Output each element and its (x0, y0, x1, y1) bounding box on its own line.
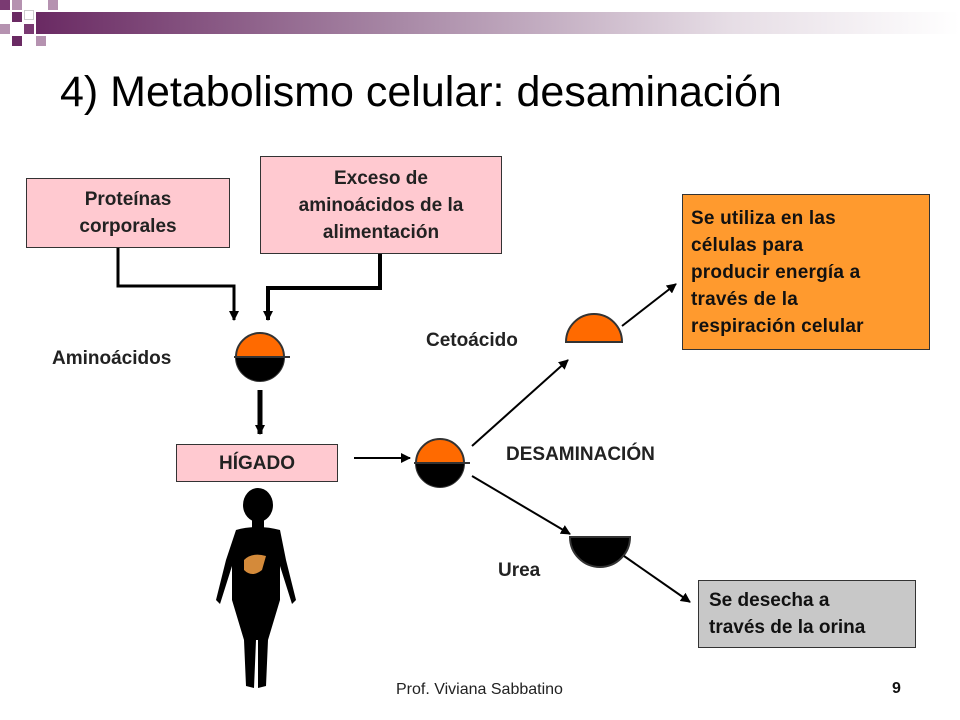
utiliza-box: Se utiliza en las células para producir … (682, 194, 930, 350)
aminoacidos-label: Aminoácidos (52, 348, 172, 369)
header-bar (36, 12, 960, 34)
corner-square (12, 0, 22, 10)
utiliza-line: Se utiliza en las (691, 207, 836, 229)
exceso-line: alimentación (322, 221, 440, 243)
proteinas-line: corporales (79, 216, 177, 237)
utiliza-line: respiración celular (691, 315, 864, 337)
arrow-to-utiliza (621, 283, 677, 327)
connector-exceso (263, 254, 382, 321)
exceso-box: Exceso de aminoácidos de la alimentación (260, 156, 502, 254)
human-body-silhouette (216, 488, 296, 688)
exceso-line: aminoácidos de la (298, 194, 464, 216)
proteinas-box: Proteínas corporales (26, 178, 230, 248)
connector-proteinas (116, 248, 239, 321)
arrow-to-cetoacido (471, 359, 569, 447)
desaminacion-label: DESAMINACIÓN (506, 444, 655, 465)
desecha-line: Se desecha a (709, 590, 830, 611)
cetoacido-half-circle (564, 313, 624, 343)
corner-square (48, 0, 58, 10)
corner-square (12, 36, 22, 46)
corner-square (12, 12, 22, 22)
utiliza-line: producir energía a (691, 261, 861, 283)
proteinas-line: Proteínas (84, 189, 172, 210)
arrow-to-urea (471, 475, 571, 535)
corner-square (0, 24, 10, 34)
corner-square (24, 24, 34, 34)
desecha-box: Se desecha a través de la orina (698, 580, 916, 648)
urea-half-circle (568, 536, 632, 568)
slide-title: 4) Metabolismo celular: desaminación (60, 68, 782, 116)
urea-label: Urea (498, 560, 541, 581)
aminoacid-circle (234, 332, 290, 382)
utiliza-line: células para (691, 234, 804, 256)
deamination-circle (414, 438, 470, 488)
exceso-line: Exceso de (333, 167, 428, 189)
higado-box: HÍGADO (176, 444, 338, 482)
corner-square (24, 10, 34, 20)
corner-square (36, 36, 46, 46)
higado-label: HÍGADO (219, 452, 295, 474)
arrow-to-desecha (623, 555, 691, 603)
corner-square (0, 0, 10, 10)
desecha-line: través de la orina (709, 617, 866, 638)
cetoacido-label: Cetoácido (426, 330, 518, 351)
utiliza-line: través de la (691, 288, 798, 310)
footer-author: Prof. Viviana Sabbatino (396, 681, 563, 698)
page-number: 9 (892, 680, 901, 697)
